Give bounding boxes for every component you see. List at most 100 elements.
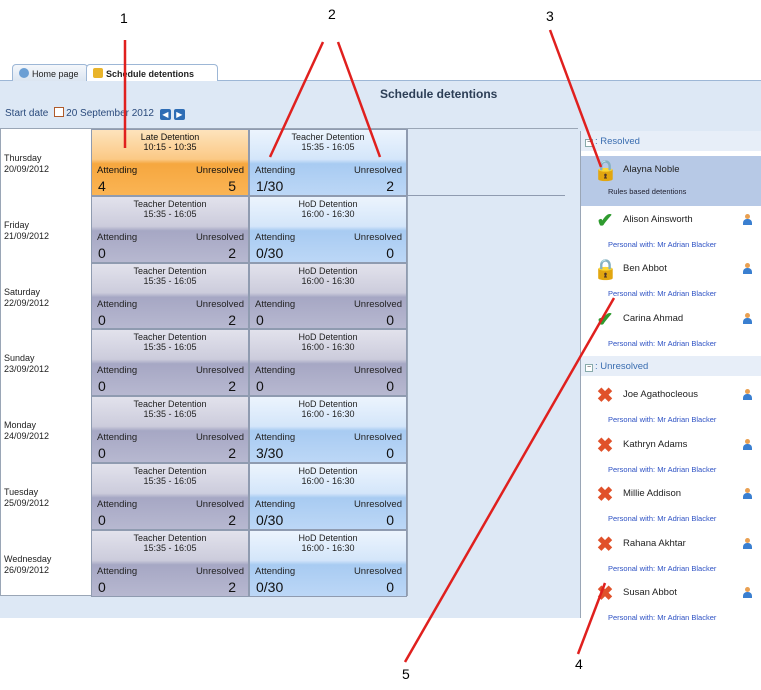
unresolved-count: 0 (386, 378, 394, 395)
user-icon[interactable] (742, 312, 753, 324)
tab-home-page[interactable]: Home page (12, 64, 88, 81)
grid-extension (408, 128, 578, 195)
attending-count: 0 (256, 378, 264, 395)
detention-name: HoD Detention (298, 332, 358, 343)
student-name: Rahana Akhtar (623, 537, 686, 549)
detention-info[interactable]: Personal with: Mr Adrian Blacker (608, 563, 717, 573)
day-name: Friday (4, 219, 30, 230)
user-icon[interactable] (742, 213, 753, 225)
previous-week-button[interactable]: ◀ (159, 109, 171, 120)
unresolved-label: Unresolved (195, 298, 244, 310)
detention-info[interactable]: Personal with: Mr Adrian Blacker (608, 613, 717, 622)
user-icon[interactable] (742, 263, 753, 274)
detention-info[interactable]: Personal with: Mr Adrian Blacker (608, 289, 717, 298)
detention-info[interactable]: Personal with: Mr Adrian Blacker (608, 338, 717, 348)
detention-name: Teacher Detention (133, 332, 207, 343)
attending-count: 0 (98, 445, 106, 462)
day-date: 23/09/2012 (4, 364, 50, 375)
detention-time: 16:00 - 16:30 (301, 342, 355, 353)
detention-time: 15:35 - 16:05 (143, 342, 197, 353)
start-date-value[interactable]: 20 September 2012 (66, 108, 154, 119)
detention-time: 15:35 - 16:05 (143, 208, 197, 219)
user-icon[interactable] (742, 389, 753, 400)
schedule-icon (93, 68, 103, 78)
detention-name: HoD Detention (298, 399, 358, 410)
unresolved-count: 0 (386, 311, 394, 328)
detention-info[interactable]: Personal with: Mr Adrian Blacker (608, 415, 717, 424)
start-date-label: Start date (5, 108, 49, 119)
day-name: Thursday (4, 153, 42, 163)
student-name: Kathryn Adams (623, 438, 688, 450)
unresolved-count: 2 (228, 378, 236, 395)
attending-label: Attending (255, 499, 296, 510)
day-date: 26/09/2012 (4, 564, 50, 575)
detention-info[interactable]: Personal with: Mr Adrian Blacker (608, 239, 717, 249)
detention-time: 15:35 - 16:05 (301, 142, 355, 152)
unresolved-label: Unresolved (353, 165, 402, 176)
unresolved-count: 5 (228, 178, 236, 194)
user-icon[interactable] (742, 537, 753, 549)
unresolved-count: 2 (228, 445, 236, 462)
resolved-group-header[interactable]: −: Resolved (581, 131, 761, 151)
unresolved-count: 2 (228, 244, 236, 261)
attending-count: 1/30 (256, 178, 284, 194)
detention-info[interactable]: Personal with: Mr Adrian Blacker (608, 464, 717, 474)
tab-schedule-detentions[interactable]: Schedule detentions (86, 64, 218, 82)
attending-count: 0 (98, 378, 106, 395)
detention-name: Teacher Detention (133, 399, 207, 410)
calendar-icon[interactable] (54, 107, 65, 117)
annotation-label-3: 3 (546, 8, 554, 24)
detention-time: 16:00 - 16:30 (301, 208, 355, 219)
unresolved-count: 0 (386, 578, 394, 595)
detention-info[interactable]: Personal with: Mr Adrian Blacker (608, 514, 717, 523)
collapse-icon[interactable]: − (585, 364, 593, 372)
collapse-icon[interactable]: − (585, 139, 593, 147)
tab-label: Schedule detentions (106, 69, 195, 79)
attending-count: 0 (98, 311, 106, 328)
detention-name: Teacher Detention (133, 466, 207, 476)
day-date: 25/09/2012 (4, 498, 50, 508)
user-icon[interactable] (742, 587, 753, 598)
unresolved-group-header[interactable]: −: Unresolved (581, 356, 761, 376)
user-icon[interactable] (742, 438, 753, 450)
unresolved-count: 2 (386, 178, 394, 194)
user-icon[interactable] (742, 488, 753, 499)
check-icon: ✔ (596, 308, 614, 331)
cross-icon: ✖ (596, 533, 614, 556)
attending-label: Attending (255, 432, 296, 444)
day-name: Saturday (4, 286, 41, 297)
next-week-button[interactable]: ▶ (173, 109, 185, 120)
unresolved-label: Unresolved (195, 365, 244, 377)
annotation-label-1: 1 (120, 10, 128, 26)
